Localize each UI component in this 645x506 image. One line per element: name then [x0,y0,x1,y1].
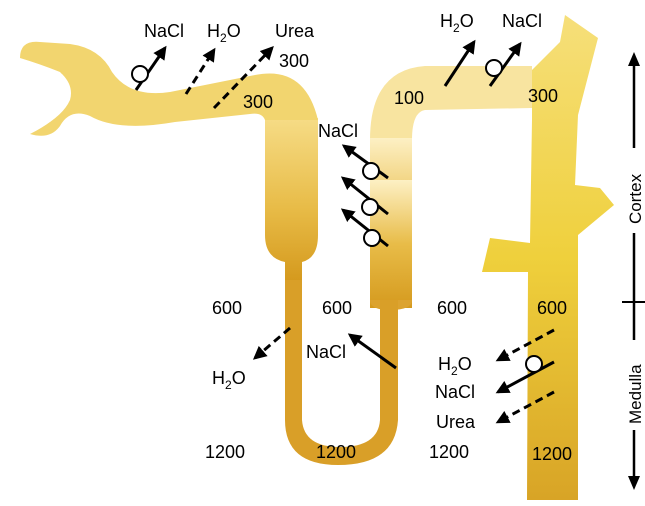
osm-1200-4: 1200 [532,444,572,464]
descending-limb [265,118,318,280]
osm-600-2: 600 [322,298,352,318]
region-scale: Cortex Medulla [622,52,645,490]
cd-urea-label: Urea [436,412,476,432]
cd-nacl-carrier [525,355,543,373]
dct-nacl-carrier [485,59,503,77]
cd-urea-arrow [495,390,555,424]
pct-water-label: H2O [207,21,241,45]
cd-water-label: H2O [438,354,472,378]
pct-urea-arrow [212,46,274,110]
osm-dct-end: 300 [528,86,558,106]
descending-water-arrow [252,326,291,360]
scale-arrowhead-down [628,476,640,490]
thick-ascending-pump-2 [361,198,379,216]
osm-1200-2: 1200 [316,442,356,462]
pct-nacl-carrier [131,65,149,83]
thick-ascending-nacl-arrow-2 [340,176,389,216]
dct-water-label: H2O [440,11,474,35]
osm-600-3: 600 [437,298,467,318]
thick-ascending-pump-1 [362,162,380,180]
osm-600-1: 600 [212,298,242,318]
thick-ascending-pump-3 [363,229,381,247]
pct-urea-label: Urea [275,21,315,41]
osm-600-4: 600 [537,298,567,318]
medulla-label: Medulla [626,364,645,424]
osmolarity-values: 300 300 100 300 600 600 600 600 1200 120… [205,51,572,464]
thin-ascending-nacl-label: NaCl [306,342,346,362]
collecting-duct [482,15,614,500]
osm-1200-3: 1200 [429,442,469,462]
pct-nacl-arrow [134,45,167,91]
thick-ascending-nacl-label: NaCl [318,121,358,141]
descending-water-label: H2O [212,368,246,392]
dct-nacl-arrow [488,41,522,87]
osm-dct-start: 100 [394,88,424,108]
dct-water-arrow [443,39,476,87]
osm-1200-1: 1200 [205,442,245,462]
pct-nacl-label: NaCl [144,21,184,41]
pct-water-arrow [184,47,216,95]
transport-arrows [131,39,555,424]
cd-water-arrow [495,328,555,362]
scale-arrowhead-up [628,52,640,66]
cortex-label: Cortex [626,173,645,224]
osm-pct-urea: 300 [279,51,309,71]
proximal-tubule [20,41,318,136]
thick-ascending-nacl-arrow-1 [341,144,389,180]
thin-ascending-nacl-arrow [347,333,397,370]
osm-pct-bend: 300 [243,92,273,112]
substance-labels: NaCl H2O Urea H2O NaCl NaCl NaCl H2O H2O… [144,11,542,432]
cd-nacl-arrow [495,360,555,394]
cd-nacl-label: NaCl [435,382,475,402]
dct-nacl-label: NaCl [502,11,542,31]
